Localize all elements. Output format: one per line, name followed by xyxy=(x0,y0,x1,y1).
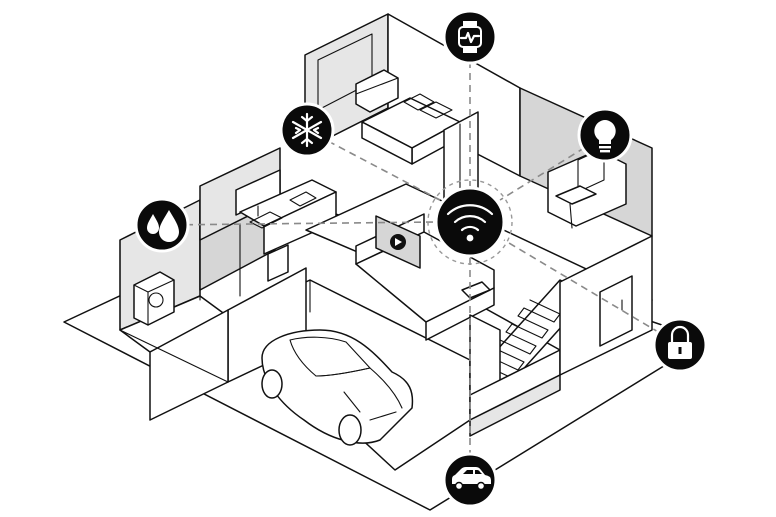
light-bulb-icon xyxy=(594,120,616,153)
water-drops-icon xyxy=(147,210,179,242)
device-vehicle[interactable] xyxy=(442,452,498,508)
smartwatch-heartbeat-icon xyxy=(458,21,482,53)
padlock-icon xyxy=(668,325,692,359)
tv xyxy=(375,215,421,269)
washing-machine xyxy=(133,271,175,326)
wifi-hub[interactable] xyxy=(427,179,513,265)
exterior-walls xyxy=(469,235,653,437)
snowflake-icon xyxy=(291,112,323,148)
device-water[interactable] xyxy=(134,197,190,253)
device-lighting[interactable] xyxy=(577,107,633,163)
car xyxy=(261,329,414,446)
car-icon xyxy=(452,467,491,491)
wifi-icon xyxy=(446,204,494,242)
device-security[interactable] xyxy=(652,317,708,373)
device-smartwatch[interactable] xyxy=(442,9,498,65)
device-climate[interactable] xyxy=(279,102,335,158)
